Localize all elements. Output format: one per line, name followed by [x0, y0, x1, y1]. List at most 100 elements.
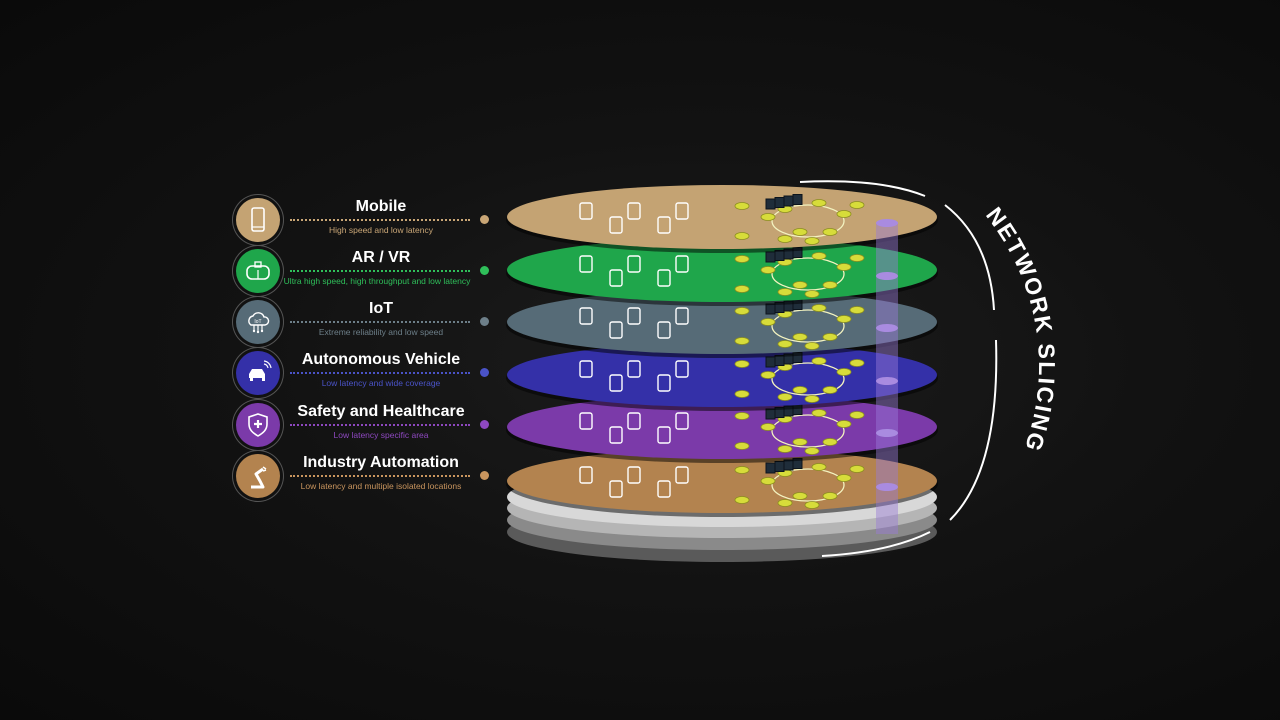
server-block-icon — [792, 194, 803, 205]
network-node — [777, 340, 793, 348]
network-node — [777, 235, 793, 243]
legend-title: IoT — [369, 300, 393, 317]
server-block-icon — [774, 197, 785, 208]
dotted-connector — [290, 321, 470, 323]
robot-arm-icon — [579, 466, 593, 484]
iot-badge-text: IoT — [254, 319, 261, 325]
network-ring — [771, 414, 845, 448]
shield-plus-icon — [236, 403, 280, 447]
network-node — [849, 359, 865, 367]
vr-headset-icon — [675, 255, 689, 273]
vr-headset-icon — [627, 255, 641, 273]
server-block-icon — [774, 461, 785, 472]
connector-dot — [480, 266, 489, 275]
vr-headset-icon — [609, 269, 623, 287]
network-node — [734, 466, 750, 474]
network-node — [822, 333, 838, 341]
network-node — [760, 213, 776, 221]
server-block-icon — [765, 462, 776, 474]
robot-arm-icon — [657, 480, 671, 498]
legend-subtitle: High speed and low latency — [329, 225, 433, 235]
network-node — [777, 288, 793, 296]
network-ring — [771, 257, 845, 291]
legend-item-industry-automation: Industry Automation Low latency and mult… — [232, 452, 502, 502]
smartphone-icon — [609, 216, 623, 234]
network-node — [734, 412, 750, 420]
iot-cloud-icon — [609, 321, 623, 339]
legend-subtitle: Extreme reliability and low speed — [318, 327, 444, 337]
connector-dot — [480, 368, 489, 377]
network-node — [811, 463, 827, 471]
connected-car-icon — [579, 360, 593, 378]
robot-arm-icon — [675, 466, 689, 484]
connected-car-icon — [627, 360, 641, 378]
connector-dot — [480, 215, 489, 224]
server-block-icon — [783, 195, 794, 207]
slice-layer-mobile — [506, 185, 938, 253]
network-ring — [771, 204, 845, 238]
smartphone-icon — [675, 202, 689, 220]
network-node — [849, 201, 865, 209]
shield-plus-icon — [579, 412, 593, 430]
connector-dot — [480, 471, 489, 480]
network-node — [734, 202, 750, 210]
network-node — [804, 342, 820, 350]
network-node — [836, 315, 852, 323]
network-node — [804, 501, 820, 509]
legend-title: Safety and Healthcare — [297, 403, 465, 420]
network-node — [822, 492, 838, 500]
network-node — [792, 386, 808, 394]
slice-layer-industry-automation — [506, 449, 938, 517]
smartphone-icon — [657, 216, 671, 234]
legend-subtitle: Low latency and multiple isolated locati… — [300, 481, 462, 491]
smartphone-icon — [627, 202, 641, 220]
smartphone-icon — [236, 198, 280, 242]
network-node — [760, 266, 776, 274]
legend-item-mobile: Mobile High speed and low latency — [232, 196, 502, 246]
network-node — [792, 492, 808, 500]
network-node — [811, 199, 827, 207]
network-node — [811, 252, 827, 260]
network-node — [760, 477, 776, 485]
network-node — [734, 390, 750, 398]
connected-car-icon — [236, 351, 280, 395]
slice-layer-iot — [506, 290, 938, 358]
legend-item-iot: IoT IoT Extreme reliability and low spee… — [232, 298, 502, 348]
shield-plus-icon — [627, 412, 641, 430]
legend-title: Autonomous Vehicle — [301, 351, 461, 368]
network-node — [792, 438, 808, 446]
shield-plus-icon — [609, 426, 623, 444]
legend-subtitle: Low latency and wide coverage — [321, 378, 441, 388]
iot-cloud-icon — [627, 307, 641, 325]
pillar-node — [876, 483, 898, 491]
pillar-node — [876, 377, 898, 385]
legend-item-safety-healthcare: Safety and Healthcare Low latency specif… — [232, 401, 502, 451]
server-block-icon — [774, 355, 785, 366]
dotted-connector — [290, 424, 470, 426]
server-block-icon — [765, 198, 776, 210]
legend-subtitle: Low latency specific area — [333, 430, 429, 440]
legend-item-ar-vr: AR / VR Ultra high speed, high throughpu… — [232, 247, 502, 297]
server-block-icon — [774, 250, 785, 261]
network-node — [792, 281, 808, 289]
network-node — [811, 409, 827, 417]
legend-title: AR / VR — [351, 249, 411, 266]
dotted-connector — [290, 372, 470, 374]
server-block-icon — [765, 303, 776, 315]
network-node — [849, 465, 865, 473]
network-node — [811, 304, 827, 312]
iot-cloud-icon — [579, 307, 593, 325]
network-node — [822, 438, 838, 446]
server-block-icon — [765, 356, 776, 368]
network-node — [734, 307, 750, 315]
network-node — [777, 499, 793, 507]
iot-cloud-icon — [657, 321, 671, 339]
legend-item-autonomous-vehicle: Autonomous Vehicle Low latency and wide … — [232, 349, 502, 399]
network-node — [836, 474, 852, 482]
connected-car-icon — [675, 360, 689, 378]
slice-layer-autonomous-vehicle — [506, 343, 938, 411]
network-node — [836, 263, 852, 271]
dotted-connector — [290, 270, 470, 272]
robot-arm-icon — [627, 466, 641, 484]
network-node — [836, 420, 852, 428]
